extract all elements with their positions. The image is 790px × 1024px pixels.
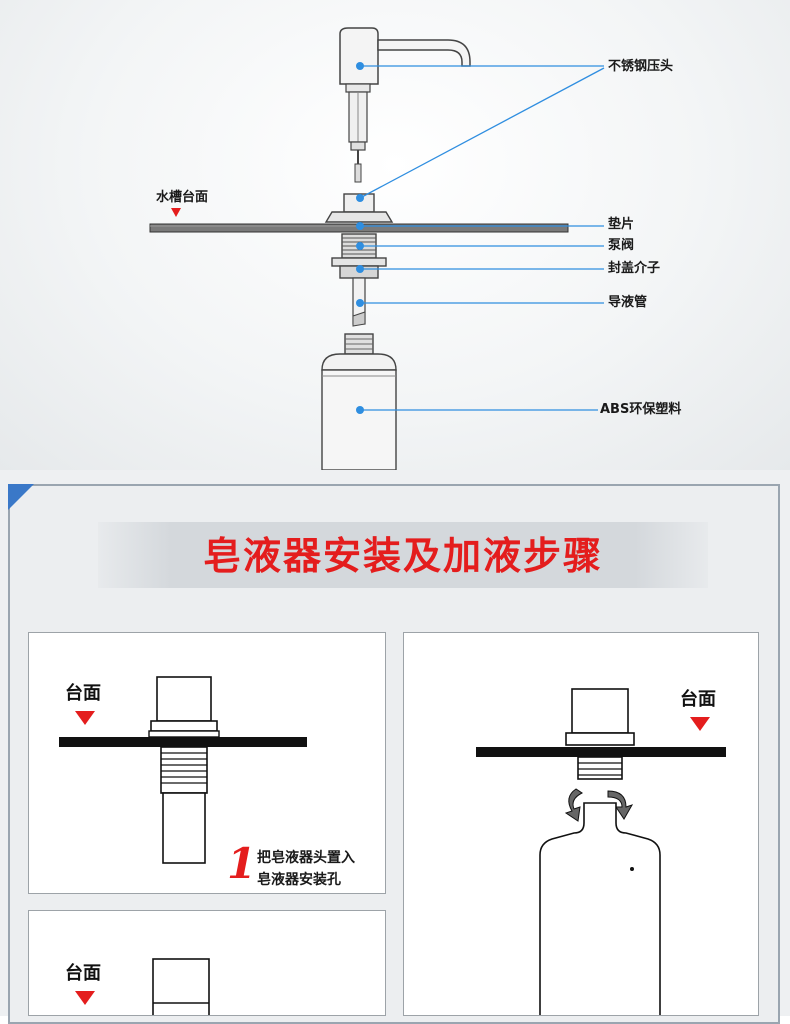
gasket-flange <box>324 211 394 223</box>
callout-countertop: 水槽台面 <box>156 190 209 205</box>
pump-stem-collar <box>350 141 366 151</box>
step-3-drawing <box>152 958 210 1015</box>
step-2-counter-label: 台面 <box>680 689 716 710</box>
callout-lock-nut: 封盖介子 <box>608 261 661 276</box>
exploded-diagram-panel: 不锈钢压头 水槽台面 垫片 泵阀 封盖介子 导液管 ABS环保塑料 <box>0 0 790 470</box>
step-3-card: 台面 <box>28 910 386 1016</box>
step-1-text-line2: 皂液器安装孔 <box>257 872 341 888</box>
step-1-card: 台面 1 把皂液器头置入 皂液器安装孔 <box>28 632 386 894</box>
step-1-counter-label: 台面 <box>65 683 101 704</box>
step-3-counter-arrow <box>75 991 95 1005</box>
bottle-shoulder <box>321 353 397 371</box>
countertop-marker <box>171 208 181 217</box>
pump-spout <box>377 39 471 67</box>
corner-tab-decoration <box>8 484 34 510</box>
callout-pump-head: 不锈钢压头 <box>608 59 674 74</box>
step-1-text-line1: 把皂液器头置入 <box>257 850 355 866</box>
installation-steps-panel: 皂液器安装及加液步骤 台面 1 把皂液器头置入 皂液器安装孔 <box>0 470 790 1024</box>
step-2-rotate-arrow-right <box>607 790 634 820</box>
lock-nut <box>331 257 387 267</box>
step-2-counter-arrow <box>690 717 710 731</box>
step-1-counter-arrow <box>75 711 95 725</box>
steps-title-banner <box>98 522 708 588</box>
pump-head <box>339 27 379 85</box>
step-2-rotate-arrow-left <box>564 788 583 822</box>
step-1-countertop <box>59 737 307 747</box>
step-2-drawing <box>476 688 726 1015</box>
callout-gasket: 垫片 <box>608 217 635 232</box>
bottle-body <box>321 369 397 470</box>
steps-title: 皂液器安装及加液步骤 <box>202 534 603 578</box>
step-2-card: 台面 <box>403 632 759 1016</box>
step-1-drawing <box>59 676 307 864</box>
step-2-countertop <box>476 747 726 757</box>
callout-pump-valve: 泵阀 <box>608 238 635 253</box>
dispenser-exploded-drawing <box>149 27 605 470</box>
pump-stem-upper <box>345 83 371 93</box>
step-3-counter-label: 台面 <box>65 963 101 984</box>
pump-rod-tip <box>354 163 362 183</box>
callout-bottle: ABS环保塑料 <box>600 402 682 417</box>
step-1-number: 1 <box>227 839 257 888</box>
callout-tube: 导液管 <box>608 295 648 310</box>
